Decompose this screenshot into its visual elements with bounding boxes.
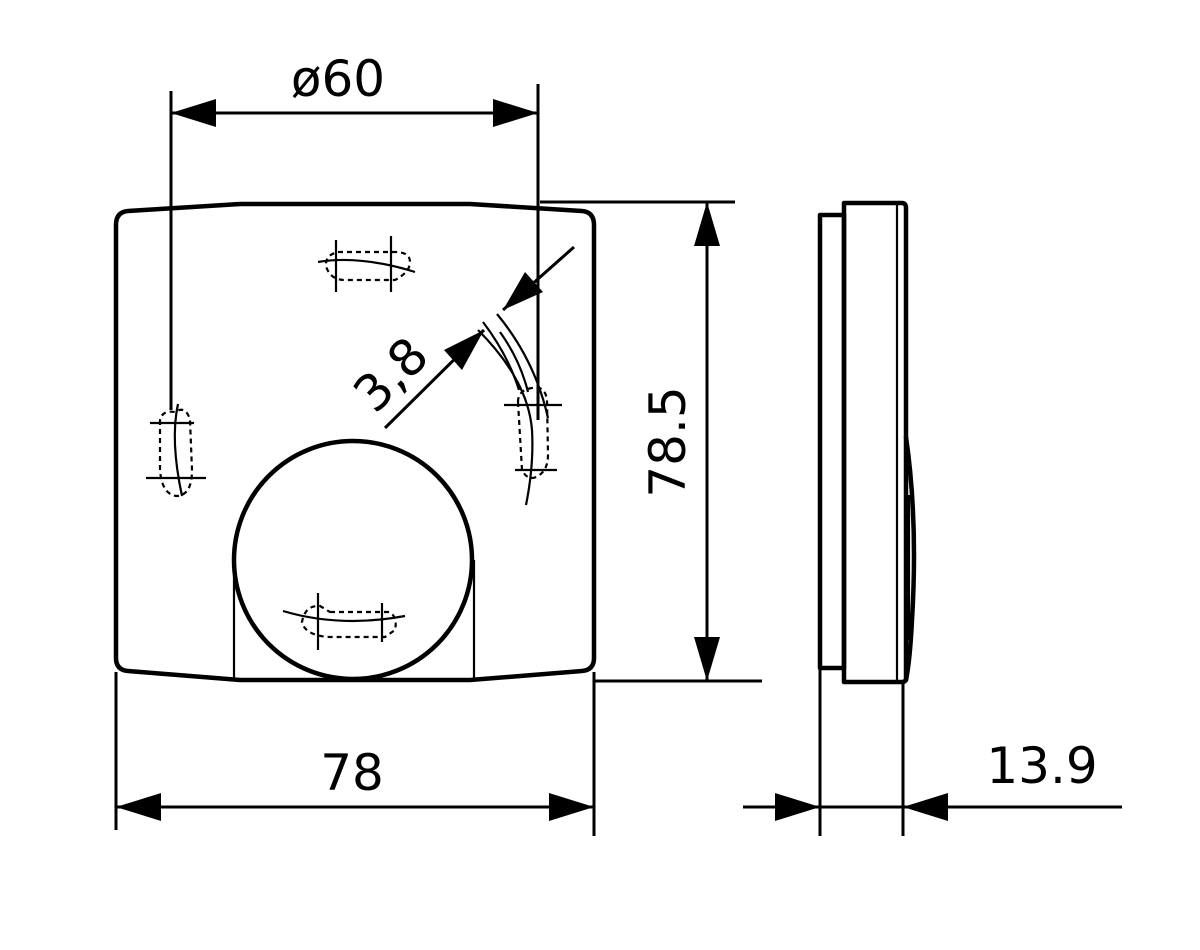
arc-slot-inner (482, 321, 521, 391)
dimension-depth: 13.9 (743, 668, 1122, 836)
dimension-label-depth: 13.9 (986, 737, 1097, 795)
side-view (817, 200, 917, 685)
dimension-height: 78.5 (540, 200, 762, 683)
knob-circle (231, 438, 475, 682)
dimension-hole-spacing: ø60 (171, 50, 538, 127)
dimension-label-hole-spacing: ø60 (291, 50, 385, 108)
arc-slot-outer (496, 313, 550, 419)
mounting-slot-right (477, 329, 562, 506)
dimension-label-slot-width: 3,8 (342, 326, 439, 423)
back-plate (817, 212, 847, 671)
mounting-slot-top (317, 236, 416, 292)
front-view (113, 84, 597, 683)
mounting-slot-left (146, 403, 206, 498)
dimension-label-width: 78 (320, 744, 384, 802)
mounting-slot-bottom (282, 593, 406, 650)
dimension-width: 78 (114, 672, 596, 836)
housing-outline (113, 201, 597, 683)
knob-bulge (903, 434, 917, 683)
dimension-label-height: 78.5 (639, 386, 697, 497)
arc-slot-mid (499, 331, 530, 393)
